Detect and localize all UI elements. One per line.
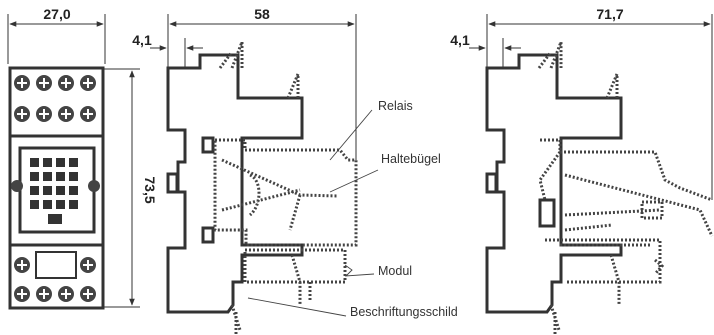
socket-body-front [8, 66, 105, 310]
side-view-module: 71,7 4,1 [450, 6, 714, 334]
socket-profile-side2 [485, 53, 623, 314]
leader-modul [344, 264, 375, 277]
screw-top-left-side1 [218, 41, 244, 69]
din-rail-clip-side1 [166, 172, 179, 194]
screw-bottom-left-side2 [549, 304, 561, 334]
leader-haltebuegel [329, 169, 379, 193]
label-relais: Relais [378, 99, 413, 113]
relay-outline [213, 138, 358, 247]
clip-left-icon [11, 180, 23, 192]
side2-width-dimension: 71,7 [596, 6, 623, 22]
release-lever-outline [564, 173, 714, 237]
side-view-relay: 58 4,1 Relais Haltebügel Modul Beschrift… [132, 6, 458, 334]
terminal-screws-top [14, 75, 96, 122]
leader-relais [329, 109, 373, 161]
screw-top-right-side1 [286, 73, 300, 99]
module-tab-side2 [653, 258, 665, 275]
screw-top-left-side2 [537, 41, 563, 69]
label-beschriftungsschild: Beschriftungsschild [350, 305, 458, 319]
side2-offset-dimension: 4,1 [450, 32, 470, 48]
side1-width-dimension: 58 [254, 6, 270, 22]
front-height-dimension: 73,5 [142, 176, 158, 203]
side1-contact-bottom [201, 226, 215, 244]
module-body-side2 [538, 138, 713, 284]
relay-pins [30, 158, 78, 224]
screw-top-right-side2 [605, 73, 619, 99]
side2-contact [538, 198, 556, 228]
side1-offset-dimension: 4,1 [132, 32, 152, 48]
module-marker-icon [640, 200, 664, 220]
module-outline [243, 248, 347, 300]
din-rail-clip-side2 [485, 172, 498, 194]
retaining-clip-outline [221, 158, 339, 231]
screw-bottom-right-side2 [609, 254, 621, 305]
terminal-screws-bottom [14, 251, 96, 302]
leader-beschriftungsschild [247, 297, 347, 317]
front-view: 27,0 73,5 [7, 6, 158, 310]
label-haltebuegel: Haltebügel [381, 152, 441, 166]
front-width-dimension: 27,0 [43, 6, 70, 22]
clip-right-icon [88, 180, 100, 192]
screw-bottom-right-side1 [290, 254, 302, 305]
socket-profile-side1 [166, 53, 304, 314]
side1-contact-top [201, 136, 215, 154]
screw-bottom-left-side1 [230, 304, 242, 334]
label-modul: Modul [378, 264, 412, 278]
